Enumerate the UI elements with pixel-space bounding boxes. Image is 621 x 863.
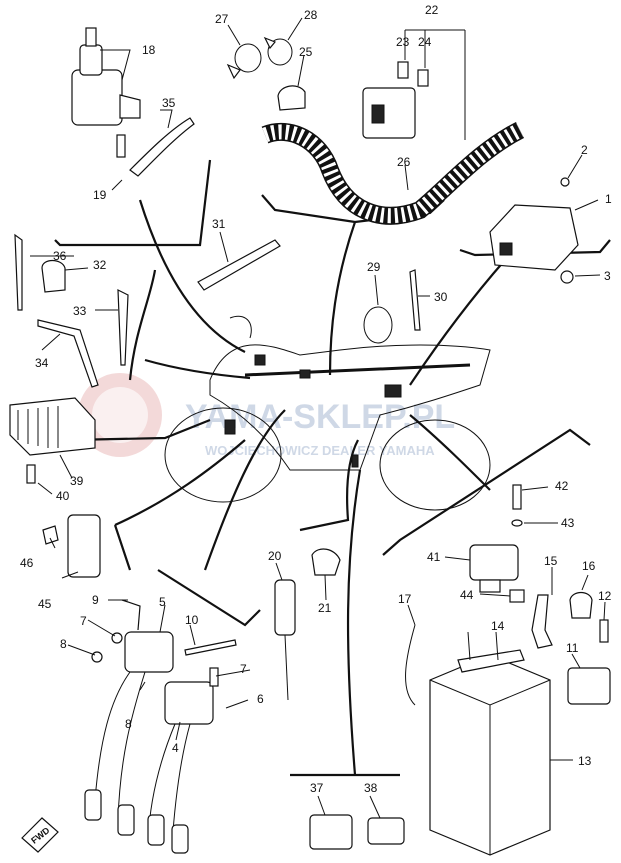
callout-9: 8 [60, 637, 67, 651]
callout-7b: 7 [80, 614, 87, 628]
callout-43: 42 [555, 479, 569, 493]
band-30-31 [363, 269, 421, 344]
callout-17: 16 [582, 559, 596, 573]
callout-12: 11 [566, 641, 579, 655]
callout-47: 46 [20, 556, 34, 570]
rectifier-40 [9, 397, 96, 484]
callout-42: 41 [427, 550, 441, 564]
ignition-switch-19 [71, 27, 141, 158]
callout-21: 20 [268, 549, 282, 563]
callout-22: 21 [318, 601, 332, 615]
relay-block-23-25 [362, 29, 466, 140]
callout-36: 35 [162, 96, 176, 110]
callout-16: 15 [544, 554, 558, 568]
callout-1: 1 [605, 192, 612, 206]
callout-45: 44 [460, 588, 474, 602]
callout-34: 33 [73, 304, 87, 318]
ignition-coils-4-11 [91, 599, 237, 846]
callout-25: 24 [418, 35, 432, 49]
starter-relay-42-45 [469, 484, 525, 603]
clamps-28-29 [226, 36, 293, 80]
callout-10: 9 [92, 593, 99, 607]
connectors-38-39 [309, 814, 405, 850]
fwd-badge: FWD [21, 817, 59, 853]
callout-19: 18 [142, 43, 156, 57]
callout-20: 19 [93, 188, 107, 202]
cable-tie-32 [197, 239, 281, 291]
callout-18: 17 [398, 592, 412, 606]
callout-30: 29 [367, 260, 381, 274]
battery-14 [405, 594, 553, 856]
starter-relay-12-17 [567, 591, 611, 705]
callout-14: 13 [578, 754, 592, 768]
callout-31: 30 [434, 290, 448, 304]
callout-8a: 7 [240, 662, 247, 676]
callout-27: 26 [397, 155, 411, 169]
callout-41: 40 [56, 489, 70, 503]
callout-24: 23 [396, 35, 410, 49]
callout-7a: 6 [257, 692, 264, 706]
callout-29: 28 [304, 8, 318, 22]
callout-33: 32 [93, 258, 107, 272]
callout-35: 34 [35, 356, 49, 370]
callout-15: 14 [491, 619, 505, 633]
callout-32: 31 [212, 217, 226, 231]
callout-5: 5 [159, 595, 166, 609]
callout-38: 37 [310, 781, 324, 795]
leader-lines [30, 17, 606, 819]
callout-11: 10 [185, 613, 199, 627]
callout-2: 2 [581, 143, 588, 157]
sensor-46-47 [42, 514, 101, 578]
motorcycle-frame-outline [164, 315, 491, 511]
callout-37: 36 [53, 249, 67, 263]
watermark-sub-text: WOJCIECHOWICZ DEALER YAMAHA [205, 443, 435, 458]
holders-33-37 [14, 233, 129, 388]
callout-4: 4 [172, 741, 179, 755]
callout-39: 38 [364, 781, 378, 795]
ecu-1 [489, 177, 579, 284]
callout-28: 27 [215, 12, 229, 26]
callout-3: 3 [604, 269, 611, 283]
harness-protector [261, 121, 525, 225]
spark-plug-caps [84, 789, 189, 854]
callout-44: 43 [561, 516, 575, 530]
callout-26: 25 [299, 45, 313, 59]
callout-40: 39 [70, 474, 84, 488]
callout-8b: 8 [125, 717, 132, 731]
callout-23: 22 [425, 3, 439, 17]
callout-13: 12 [598, 589, 612, 603]
neutral-switch-21-22 [274, 548, 341, 701]
callout-46: 45 [38, 597, 52, 611]
cable-tie-36 [129, 117, 195, 177]
clamp-26 [277, 85, 306, 111]
callout-labels: 1 2 3 4 5 6 7 7 8 8 9 10 11 12 13 14 15 … [20, 3, 612, 795]
